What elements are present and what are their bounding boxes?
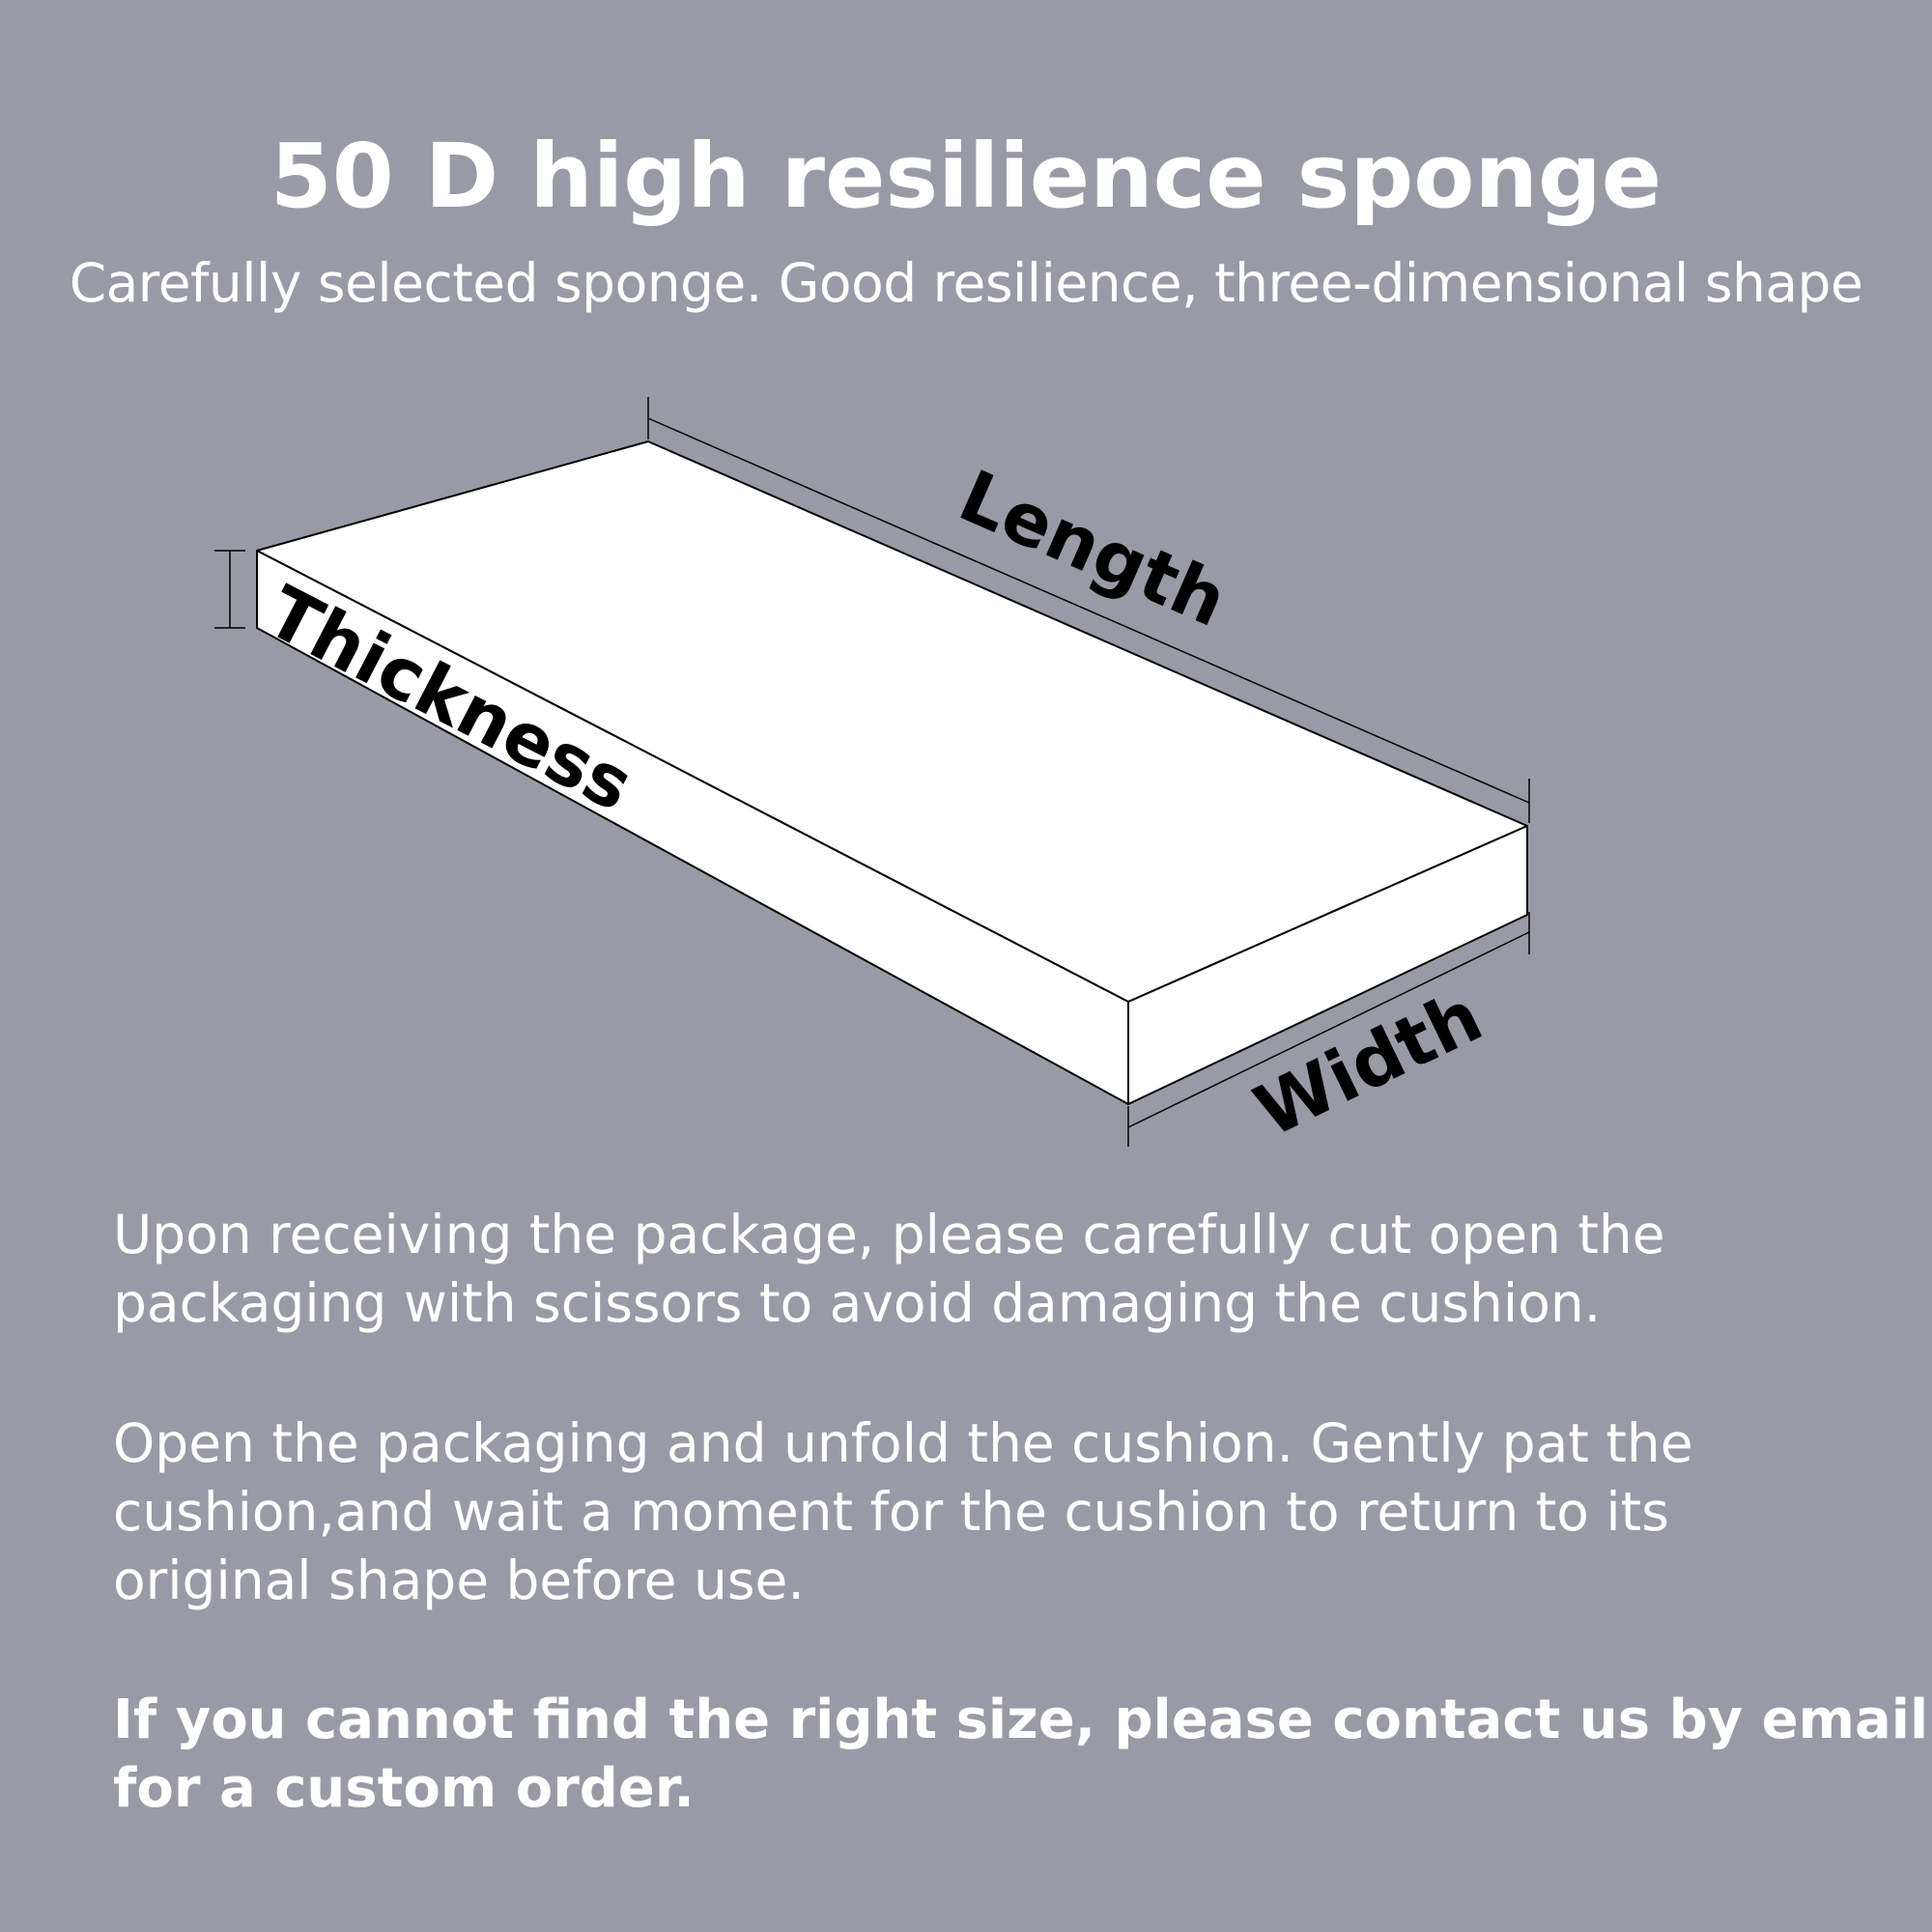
page-title: 50 D high resilience sponge <box>270 125 1662 228</box>
length-dimension-line <box>647 417 1530 804</box>
custom-order-note: If you cannot find the right size, pleas… <box>113 1686 1929 1823</box>
dimension-lines <box>214 397 1530 1147</box>
instruction-line: Open the packaging and unfold the cushio… <box>113 1412 1693 1474</box>
contact-line: for a custom order. <box>113 1757 695 1820</box>
instruction-line: cushion,and wait a moment for the cushio… <box>113 1481 1669 1543</box>
width-dimension-line <box>1127 931 1530 1128</box>
sponge-block <box>256 440 1528 1105</box>
page-subtitle: Carefully selected sponge. Good resilien… <box>69 252 1863 314</box>
instruction-unfold: Open the packaging and unfold the cushio… <box>113 1409 1871 1615</box>
contact-line: If you cannot find the right size, pleas… <box>113 1689 1929 1751</box>
instruction-line: packaging with scissors to avoid damagin… <box>113 1272 1602 1334</box>
instruction-line: original shape before use. <box>113 1549 805 1611</box>
instruction-unpack: Upon receiving the package, please caref… <box>113 1201 1871 1338</box>
sponge-side-face <box>1127 825 1528 1105</box>
instruction-line: Upon receiving the package, please caref… <box>113 1204 1665 1265</box>
